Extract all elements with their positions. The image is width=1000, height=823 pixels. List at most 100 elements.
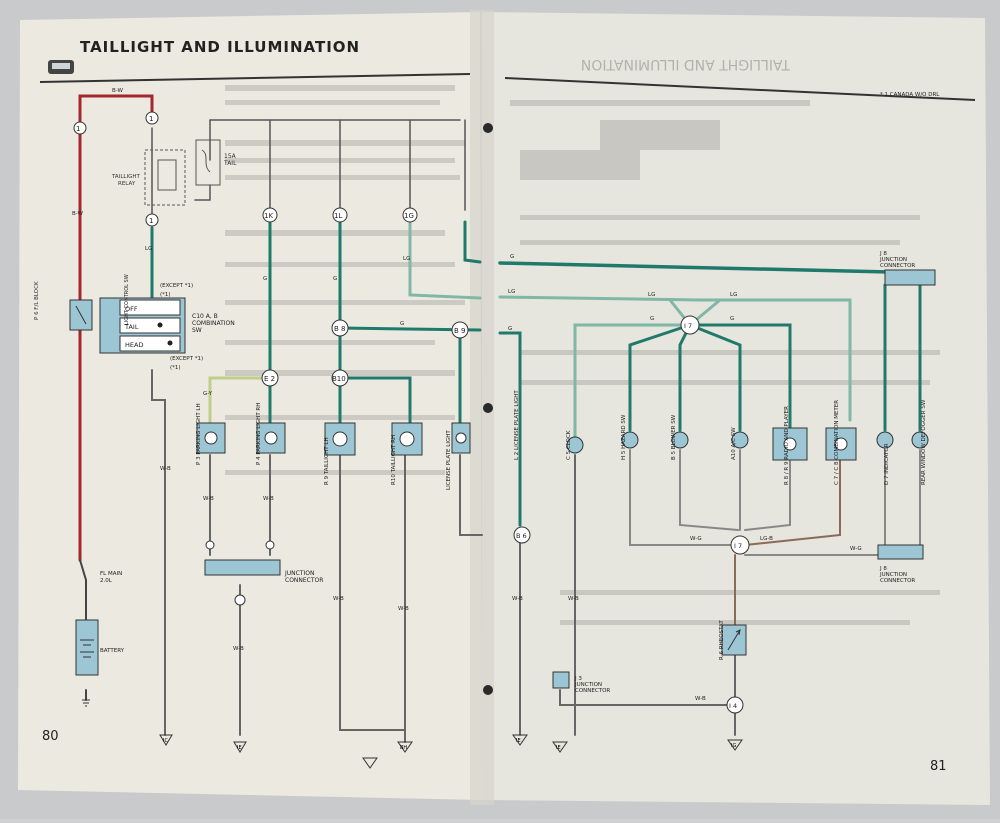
svg-text:W-B: W-B xyxy=(233,646,244,652)
clock: C 5 CLOCK xyxy=(566,430,584,460)
svg-text:P 4 PARKING LIGHT RH: P 4 PARKING LIGHT RH xyxy=(256,403,262,465)
fl-block-label: P 6 F/L BLOCK xyxy=(34,281,40,320)
svg-text:G: G xyxy=(650,316,654,322)
svg-text:A10 A/C SW: A10 A/C SW xyxy=(731,427,737,460)
fuse-markers: 1 1 1 1K 1L 1G xyxy=(73,111,418,227)
svg-text:E 2: E 2 xyxy=(264,375,275,383)
binding-hole xyxy=(483,685,493,695)
svg-text:W-G: W-G xyxy=(850,546,862,552)
switch-pos-off: OFF xyxy=(125,305,138,313)
svg-text:1: 1 xyxy=(76,125,80,133)
left-page-number: 80 xyxy=(42,729,59,744)
except-note-top: (EXCEPT *1) xyxy=(160,283,193,289)
svg-text:B 9: B 9 xyxy=(454,327,465,335)
svg-text:B 8: B 8 xyxy=(334,325,345,333)
rheostat: R 6 RHEOSTAT xyxy=(719,620,747,660)
right-page-number: 81 xyxy=(930,759,947,774)
svg-text:IE: IE xyxy=(556,745,561,751)
right-connectors: I 7 I 7 B 6 I 4 xyxy=(513,315,750,714)
switch-pos-tail: TAIL xyxy=(124,323,139,331)
right-wire-labels: G LG G LG LG G G W-G LG-B W-G W-B W-B W-… xyxy=(508,254,862,702)
page-title: TAILLIGHT AND ILLUMINATION xyxy=(80,38,360,56)
right-page-header: * 1 CANADA W/O DRL xyxy=(504,77,976,101)
svg-text:W-B: W-B xyxy=(203,496,214,502)
left-wire-labels: B-W B-W LG G G LG G G-Y W-B W-B W-B W-B … xyxy=(72,88,410,652)
left-page-header: TAILLIGHT AND ILLUMINATION xyxy=(39,38,471,83)
svg-text:C 7 / C 8 COMBINATION METER: C 7 / C 8 COMBINATION METER xyxy=(834,400,840,485)
blower-switch: B 5 BLOWER SW xyxy=(671,414,689,460)
svg-text:LIGHT CONTROL SW: LIGHT CONTROL SW xyxy=(124,274,130,325)
svg-text:1L: 1L xyxy=(334,212,342,220)
svg-text:W-B: W-B xyxy=(263,496,274,502)
svg-text:B 6: B 6 xyxy=(516,532,527,540)
svg-text:LG: LG xyxy=(403,256,410,262)
svg-text:G: G xyxy=(263,276,267,282)
svg-text:G: G xyxy=(508,326,512,332)
svg-text:REAR WINDOW DEFOGGER SW: REAR WINDOW DEFOGGER SW xyxy=(921,399,927,485)
license-plate-light: LICENSE PLATE LIGHT xyxy=(446,422,471,490)
svg-text:W-B: W-B xyxy=(695,696,706,702)
svg-text:W-B: W-B xyxy=(160,466,171,472)
svg-text:LICENSE PLATE LIGHT: LICENSE PLATE LIGHT xyxy=(446,430,452,490)
except-note-bottom: (EXCEPT *1) xyxy=(170,356,203,362)
svg-text:LG: LG xyxy=(145,246,152,252)
svg-text:W-B: W-B xyxy=(512,596,523,602)
ghost-title: TAILLIGHT AND ILLUMINATION xyxy=(581,56,791,72)
star-note-top: (*1) xyxy=(160,292,171,298)
svg-text:LG: LG xyxy=(730,292,737,298)
svg-text:H 5 HAZARD SW: H 5 HAZARD SW xyxy=(621,414,627,460)
defogger-switch: D 7 INDICATOR REAR WINDOW DEFOGGER SW xyxy=(876,399,929,485)
svg-text:G: G xyxy=(400,321,404,327)
binding-hole xyxy=(483,403,493,413)
left-page xyxy=(18,12,482,800)
right-grounds: IE IE IG xyxy=(512,734,743,753)
right-page xyxy=(482,12,990,805)
svg-text:G: G xyxy=(510,254,514,260)
binding-hole xyxy=(483,123,493,133)
svg-text:R10 TAILLIGHT RH: R10 TAILLIGHT RH xyxy=(391,435,397,485)
svg-text:1: 1 xyxy=(149,217,153,225)
svg-text:R 9 TAILLIGHT LH: R 9 TAILLIGHT LH xyxy=(324,437,330,485)
svg-text:IE: IE xyxy=(237,745,242,751)
svg-text:LG-B: LG-B xyxy=(760,536,773,542)
svg-text:R 6 RHEOSTAT: R 6 RHEOSTAT xyxy=(719,620,725,660)
svg-text:B 5 BLOWER SW: B 5 BLOWER SW xyxy=(671,414,677,460)
left-connectors: E 2 B 8 B10 B 9 xyxy=(261,319,469,387)
svg-text:G: G xyxy=(730,316,734,322)
left-grounds: IC IE BH xyxy=(82,699,413,769)
svg-text:W-B: W-B xyxy=(398,606,409,612)
svg-text:C 5 CLOCK: C 5 CLOCK xyxy=(566,430,572,460)
svg-text:IG: IG xyxy=(731,743,736,749)
combination-meter: C 7 / C 8 COMBINATION METER xyxy=(825,400,857,485)
svg-text:W-G: W-G xyxy=(690,536,702,542)
svg-text:LG: LG xyxy=(508,289,515,295)
switch-pos-head: HEAD xyxy=(125,341,143,349)
svg-text:G: G xyxy=(333,276,337,282)
header-note: * 1 CANADA W/O DRL xyxy=(880,92,940,98)
ac-switch: A10 A/C SW xyxy=(731,427,749,460)
hazard-switch: H 5 HAZARD SW xyxy=(621,414,639,460)
right-components: L 2 LICENSE PLATE LIGHT C 5 CLOCK H 5 HA… xyxy=(514,390,929,660)
svg-text:I 7: I 7 xyxy=(684,322,692,330)
svg-text:1: 1 xyxy=(149,115,153,123)
svg-text:1K: 1K xyxy=(264,212,273,220)
svg-text:BH: BH xyxy=(400,745,407,751)
svg-text:I 4: I 4 xyxy=(729,702,737,710)
right-title-rule xyxy=(504,77,976,101)
svg-text:B-W: B-W xyxy=(72,211,84,217)
